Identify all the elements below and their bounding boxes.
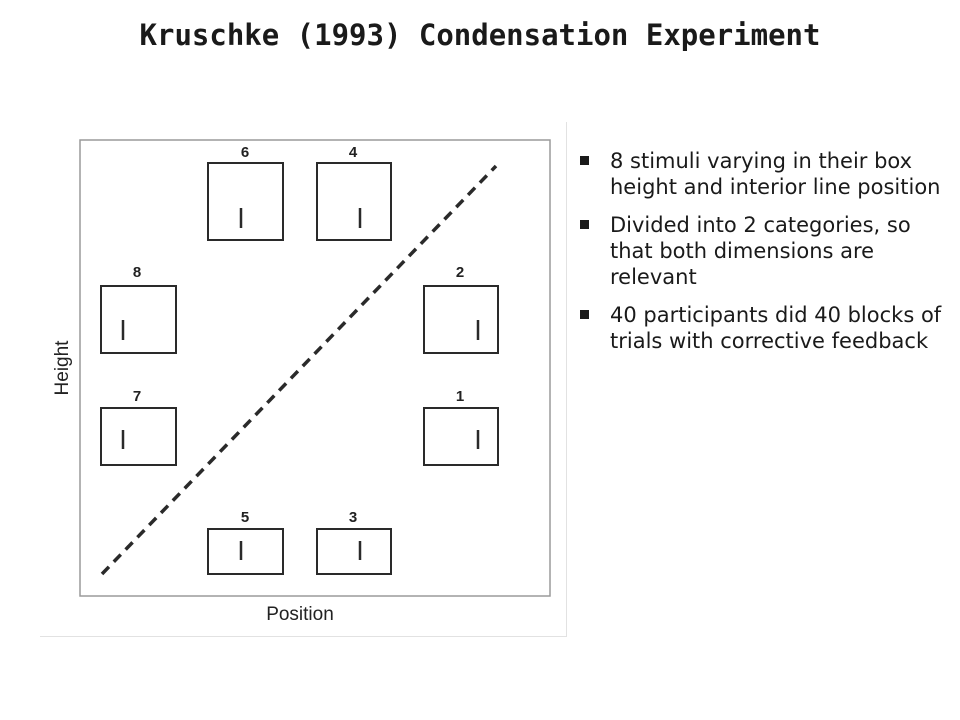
bullet-item: 8 stimuli varying in their box height an…: [578, 148, 948, 200]
stimulus-6-label: 6: [241, 144, 249, 161]
slide-title: Kruschke (1993) Condensation Experiment: [139, 18, 821, 52]
category-boundary-line: [100, 164, 498, 576]
stimulus-8-box: [100, 285, 177, 354]
square-bullet-icon: [580, 220, 589, 229]
square-bullet-icon: [580, 310, 589, 319]
plot-frame: [79, 139, 551, 597]
bullet-text: 40 participants did 40 blocks of trials …: [610, 303, 942, 353]
stimulus-5-box: [207, 528, 284, 575]
stimulus-3-box: [316, 528, 392, 575]
stimulus-5-label: 5: [241, 509, 249, 526]
stimulus-4-label: 4: [349, 144, 358, 161]
bullet-item: 40 participants did 40 blocks of trials …: [578, 302, 948, 354]
stimulus-3-label: 3: [349, 509, 357, 526]
y-axis-label: Height: [52, 340, 73, 396]
bullet-item: Divided into 2 categories, so that both …: [578, 212, 948, 290]
stimulus-1-label: 1: [456, 388, 464, 405]
stimulus-7-label: 7: [133, 388, 141, 405]
stimulus-diagram: 6 4 8 2 7 1 5 3 Position Height: [52, 139, 551, 625]
bullet-list: 8 stimuli varying in their box height an…: [578, 148, 948, 366]
stimulus-7-box: [100, 407, 177, 466]
x-axis-label: Position: [266, 604, 334, 625]
bullet-text: 8 stimuli varying in their box height an…: [610, 149, 941, 199]
stimulus-figure: 6 4 8 2 7 1 5 3 Position Height: [40, 122, 567, 637]
stimulus-4-box: [316, 162, 392, 241]
stimulus-2-box: [423, 285, 499, 354]
stimulus-8-label: 8: [133, 264, 141, 281]
square-bullet-icon: [580, 156, 589, 165]
bullet-text: Divided into 2 categories, so that both …: [610, 213, 911, 289]
stimulus-2-label: 2: [456, 264, 464, 281]
stimulus-1-box: [423, 407, 499, 466]
stimulus-6-box: [207, 162, 284, 241]
